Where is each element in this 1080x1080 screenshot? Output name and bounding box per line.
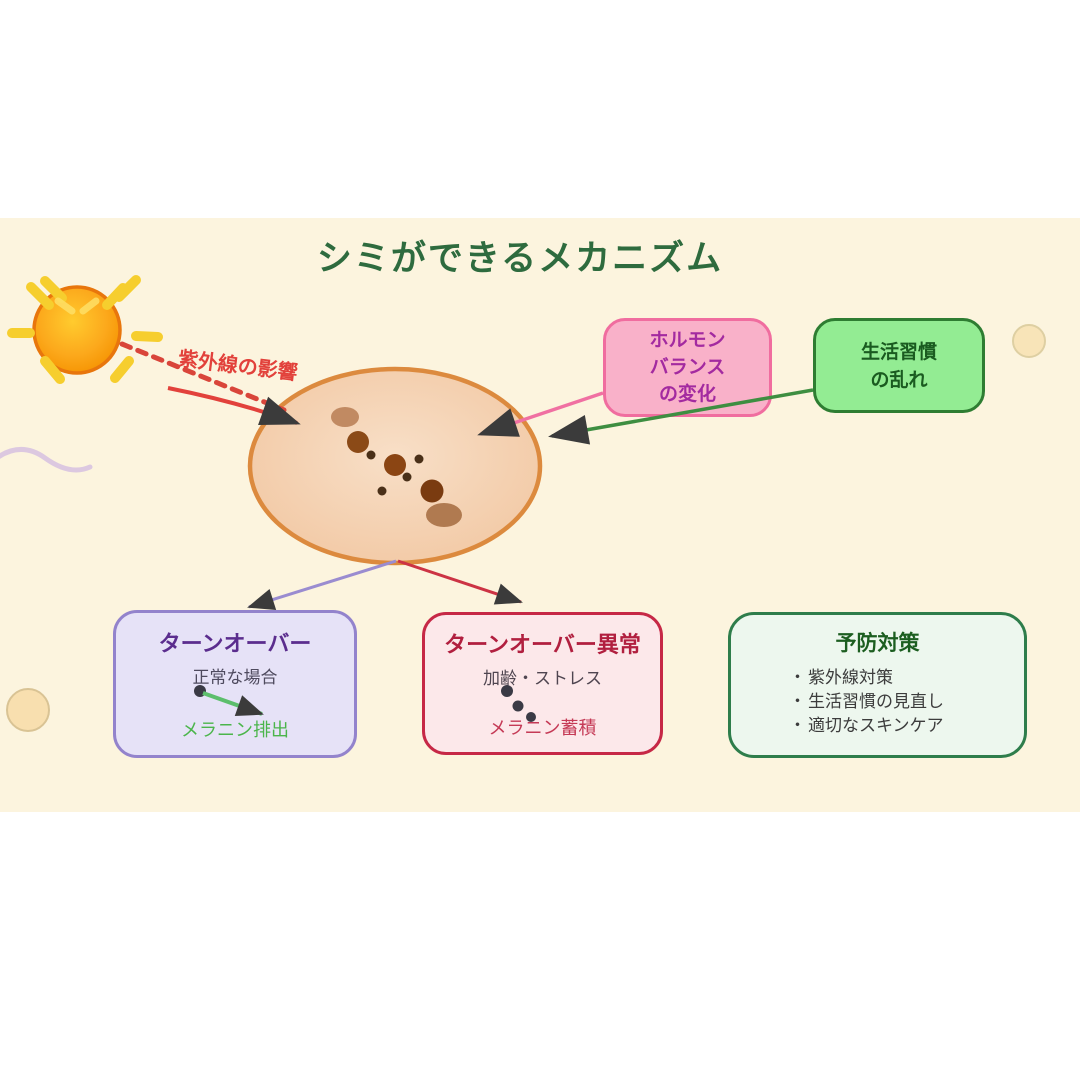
prevention-item: ・ 適切なスキンケア	[789, 714, 944, 738]
turnover-normal-title: ターンオーバー	[158, 632, 312, 657]
turnover-normal-subtitle: 正常な場合	[192, 668, 278, 688]
hormone-box-line: ホルモン	[649, 329, 726, 351]
turnover-abnormal-subtitle: 加齢・ストレス	[483, 669, 602, 689]
turnover-abnormal-title: ターンオーバー異常	[444, 633, 641, 658]
bullet-point: ・	[789, 668, 806, 688]
turnover-normal-box: ターンオーバー 正常な場合 メラニン排出	[113, 610, 357, 758]
lifestyle-box-line: 生活習慣	[860, 340, 937, 363]
prevention-item-label: 生活習慣の見直し	[808, 692, 944, 712]
melanin-accumulation-caption: メラニン蓄積	[488, 718, 597, 739]
melanin-excretion-caption: メラニン排出	[181, 720, 289, 741]
page-title: シミができるメカニズム	[316, 239, 724, 279]
hormone-balance-box: ホルモン バランス の変化	[603, 318, 772, 417]
prevention-box: 予防対策 ・ 紫外線対策 ・ 生活習慣の見直し ・ 適切なスキンケア	[728, 612, 1027, 758]
lifestyle-disorder-box: 生活習慣 の乱れ	[813, 318, 985, 413]
bullet-point: ・	[789, 692, 806, 712]
prevention-item-label: 紫外線対策	[808, 668, 893, 688]
hormone-box-line: バランス	[649, 356, 726, 378]
prevention-list: ・ 紫外線対策 ・ 生活習慣の見直し ・ 適切なスキンケア	[789, 666, 944, 738]
prevention-item: ・ 生活習慣の見直し	[789, 690, 944, 714]
prevention-item: ・ 紫外線対策	[789, 666, 944, 690]
hormone-box-line: の変化	[658, 383, 716, 405]
turnover-abnormal-box: ターンオーバー異常 加齢・ストレス メラニン蓄積	[422, 612, 663, 755]
lifestyle-box-line: の乱れ	[870, 368, 928, 391]
prevention-item-label: 適切なスキンケア	[808, 716, 944, 736]
bullet-point: ・	[789, 716, 806, 736]
prevention-title: 予防対策	[835, 631, 920, 655]
